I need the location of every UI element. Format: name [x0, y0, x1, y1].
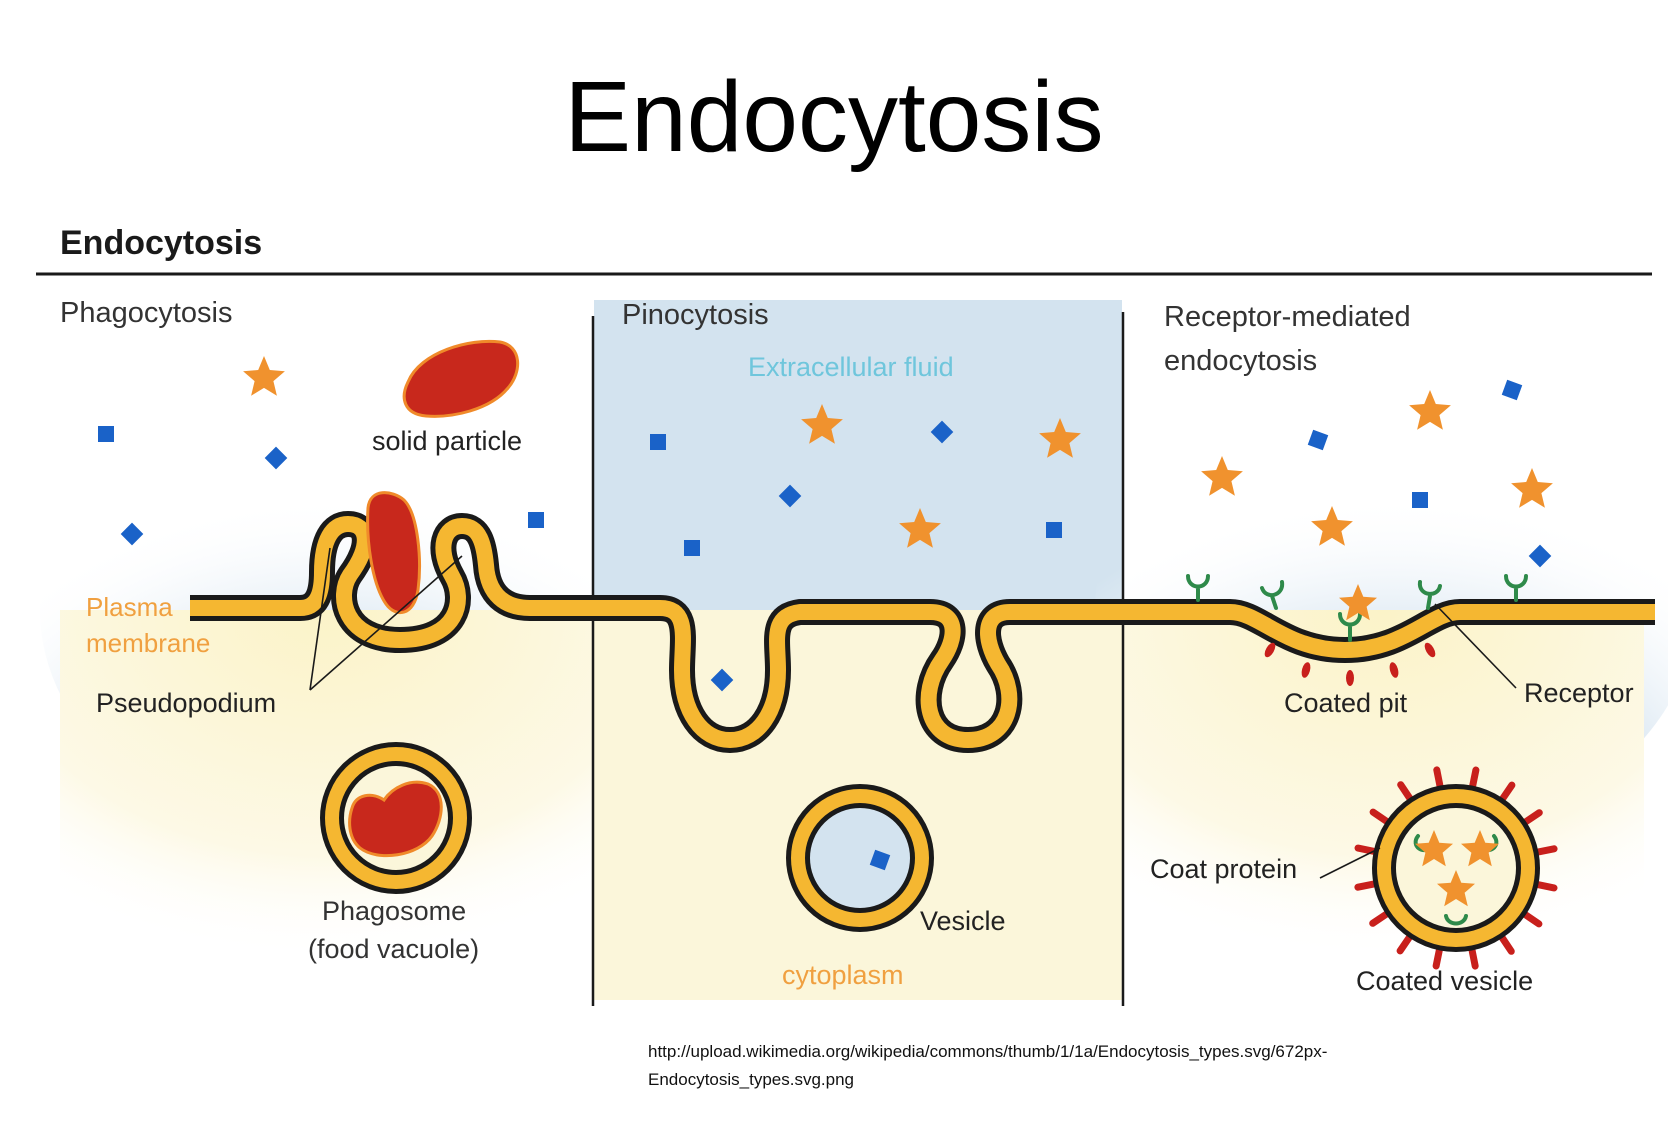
coat-protein [1264, 642, 1276, 658]
cytoplasm-region-3 [1124, 610, 1644, 1000]
plasma-membrane [190, 511, 1655, 753]
coat-protein [1498, 934, 1515, 955]
coat-protein [1534, 845, 1558, 856]
receptor [1417, 580, 1442, 610]
ligand-star [899, 508, 941, 548]
source-url-line2: Endocytosis_types.svg.png [648, 1070, 855, 1089]
solute-molecule [1046, 522, 1062, 538]
ligand-star [1511, 468, 1553, 508]
receptor-leader [1434, 603, 1517, 689]
phagosome-food [348, 780, 443, 858]
label-plasma-membrane-1: Plasma [86, 592, 173, 622]
coat-protein [1469, 766, 1480, 790]
solute-molecule [684, 540, 700, 556]
ligand-star [801, 404, 843, 444]
coat-protein [1424, 642, 1436, 658]
figure-heading: Endocytosis [60, 224, 262, 262]
ligand-star [1311, 506, 1353, 546]
coat-protein [1354, 880, 1378, 891]
extracellular-region-2 [594, 300, 1122, 612]
pinocytosis-panel: Extracellular fluid Vesicle cytoplasm [748, 352, 1006, 990]
coat-protein [1397, 781, 1414, 802]
bound-ligand-star [1415, 830, 1453, 867]
receptor [1338, 612, 1362, 642]
label-phagosome-2: (food vacuole) [308, 934, 479, 964]
engulfed-particle [366, 491, 421, 615]
pinocytotic-vesicle-membrane [791, 789, 929, 927]
coat-protein [1301, 662, 1311, 678]
coat-protein [1369, 910, 1390, 927]
coat-protein [1522, 911, 1543, 928]
bound-ligand-star [1461, 830, 1499, 867]
solute-molecule [264, 446, 288, 470]
panel-title-receptor-line2: endocytosis [1164, 345, 1317, 377]
bound-ligand-star [1437, 870, 1475, 907]
phagosome-membrane [325, 747, 467, 889]
coat-protein [1522, 809, 1543, 826]
solute-molecule [1412, 492, 1428, 508]
panel-title-phagocytosis: Phagocytosis [60, 297, 233, 329]
solute-molecule [1528, 544, 1552, 568]
coat-protein [1354, 844, 1378, 855]
label-coated-pit: Coated pit [1284, 688, 1408, 718]
label-plasma-membrane-2: membrane [86, 628, 210, 658]
ligand-star [243, 356, 285, 396]
solute-molecule [528, 512, 544, 528]
coat-protein [1389, 662, 1399, 678]
coat-protein [1396, 934, 1413, 955]
label-phagosome-1: Phagosome [322, 896, 466, 926]
solute-molecule [930, 420, 954, 444]
solute-molecule [1501, 379, 1523, 401]
coat-protein [1346, 670, 1354, 686]
solute-molecule [650, 434, 666, 450]
slide-title: Endocytosis [564, 61, 1104, 173]
panel-title-pinocytosis: Pinocytosis [622, 299, 769, 331]
label-extracellular-fluid: Extracellular fluid [748, 352, 954, 382]
pseudopodium-leader-2 [309, 555, 463, 691]
solute-molecule [869, 849, 891, 871]
coat-proteins-vesicle [1354, 766, 1558, 970]
label-receptor: Receptor [1524, 678, 1634, 708]
solute-molecule [1307, 429, 1329, 451]
coat-protein [1433, 766, 1444, 790]
coat-protein [1432, 946, 1443, 970]
coated-vesicle [1354, 766, 1558, 970]
coat-protein [1534, 881, 1558, 892]
receptor [1444, 914, 1468, 926]
receptor-mediated-panel: Coated pit Receptor Coat protein Coated … [1150, 574, 1634, 996]
coat-protein [1369, 808, 1390, 825]
ligand-star [1409, 390, 1451, 430]
receptors [1186, 574, 1528, 642]
receptor [1186, 574, 1210, 602]
extracellular-molecules [98, 356, 1553, 907]
receptor [1260, 580, 1285, 610]
label-coat-protein: Coat protein [1150, 854, 1297, 884]
coat-protein [1499, 781, 1516, 802]
pseudopodium-leader-1 [309, 547, 331, 691]
ligand-star [1039, 418, 1081, 458]
solute-molecule [710, 668, 734, 692]
phagocytosis-panel: solid particle Plasma membrane Pseudopod… [86, 339, 522, 964]
coat-proteins-pit [1264, 642, 1436, 686]
coated-vesicle-membrane [1377, 789, 1535, 947]
label-cytoplasm: cytoplasm [782, 960, 904, 990]
ligand-star [1201, 456, 1243, 496]
solute-molecule [98, 426, 114, 442]
coat-protein [1468, 946, 1479, 970]
source-citation: http://upload.wikimedia.org/wikipedia/co… [648, 1038, 1327, 1094]
ligand-star [1339, 584, 1377, 621]
solute-molecule [778, 484, 802, 508]
receptor [1504, 574, 1528, 602]
label-vesicle: Vesicle [920, 906, 1006, 936]
panel-title-receptor-line1: Receptor-mediated [1164, 301, 1411, 333]
label-pseudopodium: Pseudopodium [96, 688, 276, 718]
coat-protein-leader [1319, 847, 1381, 879]
label-solid-particle: solid particle [372, 426, 522, 456]
label-coated-vesicle: Coated vesicle [1356, 966, 1533, 996]
source-url-line1: http://upload.wikimedia.org/wikipedia/co… [648, 1042, 1328, 1061]
solid-particle [402, 339, 520, 418]
